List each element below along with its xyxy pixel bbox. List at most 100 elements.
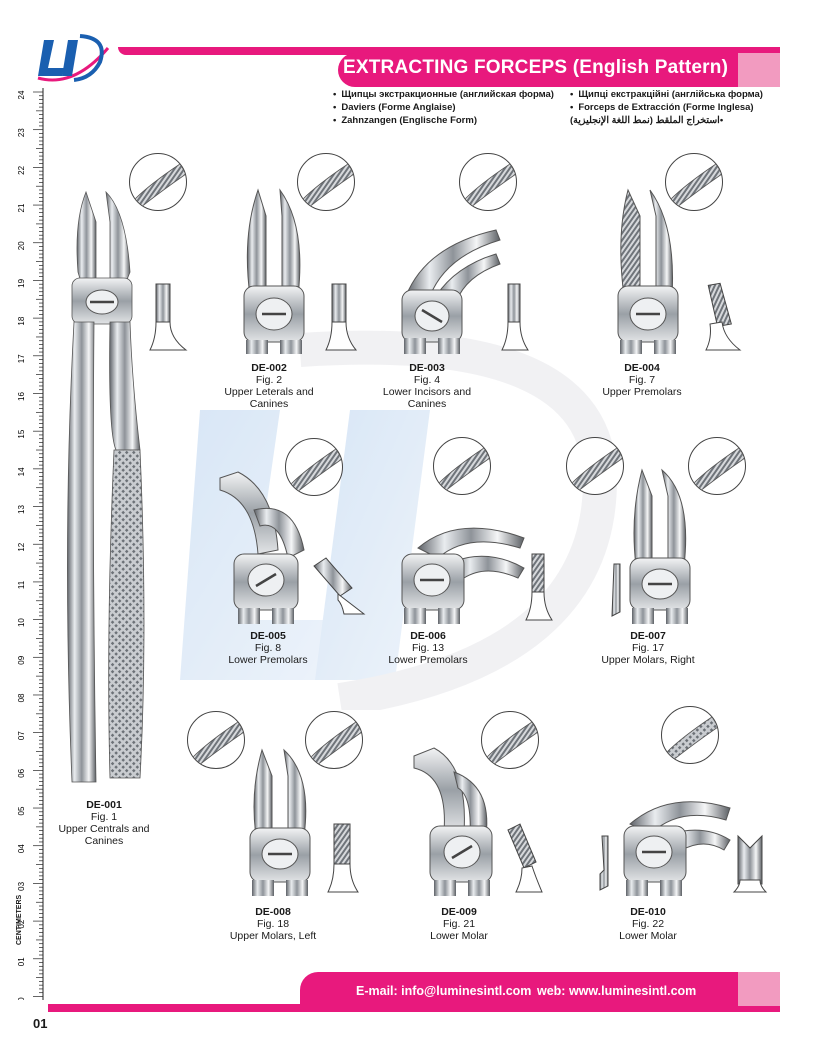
beak-detail-inset <box>665 153 723 211</box>
ruler-label: 02 <box>17 919 26 928</box>
footer-bar <box>48 972 780 1012</box>
tip-profile-de-003 <box>501 283 529 351</box>
language-list-right: Щипці екстракційні (англійська форма) Fo… <box>570 88 763 127</box>
product-caption-de-001: DE-001 Fig. 1 Upper Centrals and Canines <box>49 799 159 847</box>
beak-detail-inset <box>129 153 187 211</box>
product-fig: Fig. 21 <box>442 918 476 930</box>
product-code: DE-003 <box>409 362 445 374</box>
product-fig: Fig. 4 <box>413 374 441 386</box>
page-title: EXTRACTING FORCEPS (English Pattern) <box>343 57 729 78</box>
tip-profile-de-010-right <box>732 834 768 893</box>
footer-website[interactable]: web: www.luminesintl.com <box>537 984 697 998</box>
forceps-image-de-002 <box>243 188 305 354</box>
ruler-label: 14 <box>17 467 26 476</box>
ruler-label: 18 <box>17 316 26 325</box>
product-code: DE-006 <box>410 630 446 642</box>
language-item: Щипцы экстракционные (английская форма) <box>333 88 554 101</box>
product-fig: Fig. 7 <box>628 374 656 386</box>
tip-profile-de-004 <box>705 282 742 351</box>
ruler-label: 13 <box>17 505 26 514</box>
product-caption-de-010: DE-010 Fig. 22 Lower Molar <box>593 906 703 942</box>
product-caption-de-004: DE-004 Fig. 7 Upper Premolars <box>587 362 697 398</box>
ruler-label: 24 <box>17 90 26 99</box>
product-fig: Fig. 22 <box>631 918 665 930</box>
ruler-label: 06 <box>17 768 26 777</box>
product-caption-de-009: DE-009 Fig. 21 Lower Molar <box>404 906 514 942</box>
tip-profile-de-002 <box>325 283 358 351</box>
ruler-label: 09 <box>17 655 26 664</box>
ruler-label: 08 <box>17 693 26 702</box>
forceps-image-de-003 <box>401 229 501 354</box>
tip-profile-de-001 <box>149 283 188 351</box>
language-item: Щипці екстракційні (англійська форма) <box>570 88 763 101</box>
product-fig: Fig. 17 <box>631 642 665 654</box>
product-desc: Upper Molars, Right <box>601 654 695 666</box>
beak-detail-inset <box>187 711 245 769</box>
product-caption-de-005: DE-005 Fig. 8 Lower Premolars <box>213 630 323 666</box>
product-caption-de-002: DE-002 Fig. 2 Upper Leterals and Canines <box>214 362 324 410</box>
ruler-label: 17 <box>17 354 26 363</box>
forceps-image-de-007 <box>629 468 691 624</box>
ruler-label: 22 <box>17 165 26 174</box>
forceps-image-de-008 <box>249 748 311 896</box>
ruler-label: 23 <box>17 128 26 137</box>
ruler-label: 0 <box>17 997 26 1000</box>
forceps-image-de-010 <box>623 801 731 896</box>
product-caption-de-003: DE-003 Fig. 4 Lower Incisors and Canines <box>372 362 482 410</box>
tip-profile-de-009 <box>507 823 543 893</box>
beak-detail-inset <box>688 437 746 495</box>
ruler-label: 07 <box>17 731 26 740</box>
product-desc: Lower Premolars <box>228 654 308 666</box>
language-item: استخراج الملقط (نمط اللغة الإنجليزية) <box>570 114 763 127</box>
forceps-image-de-001 <box>67 190 145 783</box>
product-desc: Lower Incisors and Canines <box>382 386 472 410</box>
tip-profile-de-005 <box>313 557 366 615</box>
product-code: DE-008 <box>255 906 291 918</box>
product-code: DE-009 <box>441 906 477 918</box>
language-item: Forceps de Extracción (Forme Inglesa) <box>570 101 763 114</box>
tip-profile-de-010-left <box>599 835 609 891</box>
page-number: 01 <box>33 1016 48 1031</box>
product-code: DE-001 <box>86 799 122 811</box>
lumines-logo: LI <box>34 28 110 82</box>
tip-profile-de-007 <box>611 563 621 617</box>
ruler-unit-label: CENTIMETERS <box>16 894 23 945</box>
ruler-label: 04 <box>17 844 26 853</box>
language-list-left: Щипцы экстракционные (английская форма) … <box>333 88 554 127</box>
beak-detail-inset <box>566 437 624 495</box>
product-caption-de-006: DE-006 Fig. 13 Lower Premolars <box>373 630 483 666</box>
ruler-label: 16 <box>17 391 26 400</box>
header-bar <box>118 47 780 87</box>
ruler-label: 05 <box>17 806 26 815</box>
product-fig: Fig. 13 <box>411 642 445 654</box>
product-desc: Upper Molars, Left <box>229 930 317 942</box>
ruler-label: 19 <box>17 278 26 287</box>
footer-email[interactable]: E-mail: info@luminesintl.com <box>356 984 532 998</box>
product-desc: Lower Molar <box>619 930 677 942</box>
product-fig: Fig. 18 <box>256 918 290 930</box>
ruler-label: 11 <box>17 580 26 589</box>
ruler-label: 01 <box>17 957 26 966</box>
beak-detail-inset <box>433 437 491 495</box>
product-desc: Upper Leterals and Canines <box>224 386 314 410</box>
product-fig: Fig. 2 <box>255 374 283 386</box>
forceps-image-de-004 <box>617 188 679 354</box>
product-desc: Lower Molar <box>430 930 488 942</box>
language-item: Daviers (Forme Anglaise) <box>333 101 554 114</box>
product-caption-de-007: DE-007 Fig. 17 Upper Molars, Right <box>593 630 703 666</box>
product-code: DE-002 <box>251 362 287 374</box>
product-code: DE-005 <box>250 630 286 642</box>
ruler-label: 21 <box>17 203 26 212</box>
product-desc: Upper Premolars <box>602 386 682 398</box>
product-code: DE-004 <box>624 362 660 374</box>
beak-detail-inset <box>297 153 355 211</box>
beak-detail-inset <box>661 706 719 764</box>
forceps-image-de-006 <box>401 527 525 624</box>
logo-text: LI <box>34 28 36 29</box>
product-desc: Upper Centrals and Canines <box>58 823 150 847</box>
product-code: DE-010 <box>630 906 666 918</box>
forceps-image-de-009 <box>413 747 493 896</box>
ruler-label: 10 <box>17 618 26 627</box>
ruler-label: 12 <box>17 542 26 551</box>
product-code: DE-007 <box>630 630 666 642</box>
